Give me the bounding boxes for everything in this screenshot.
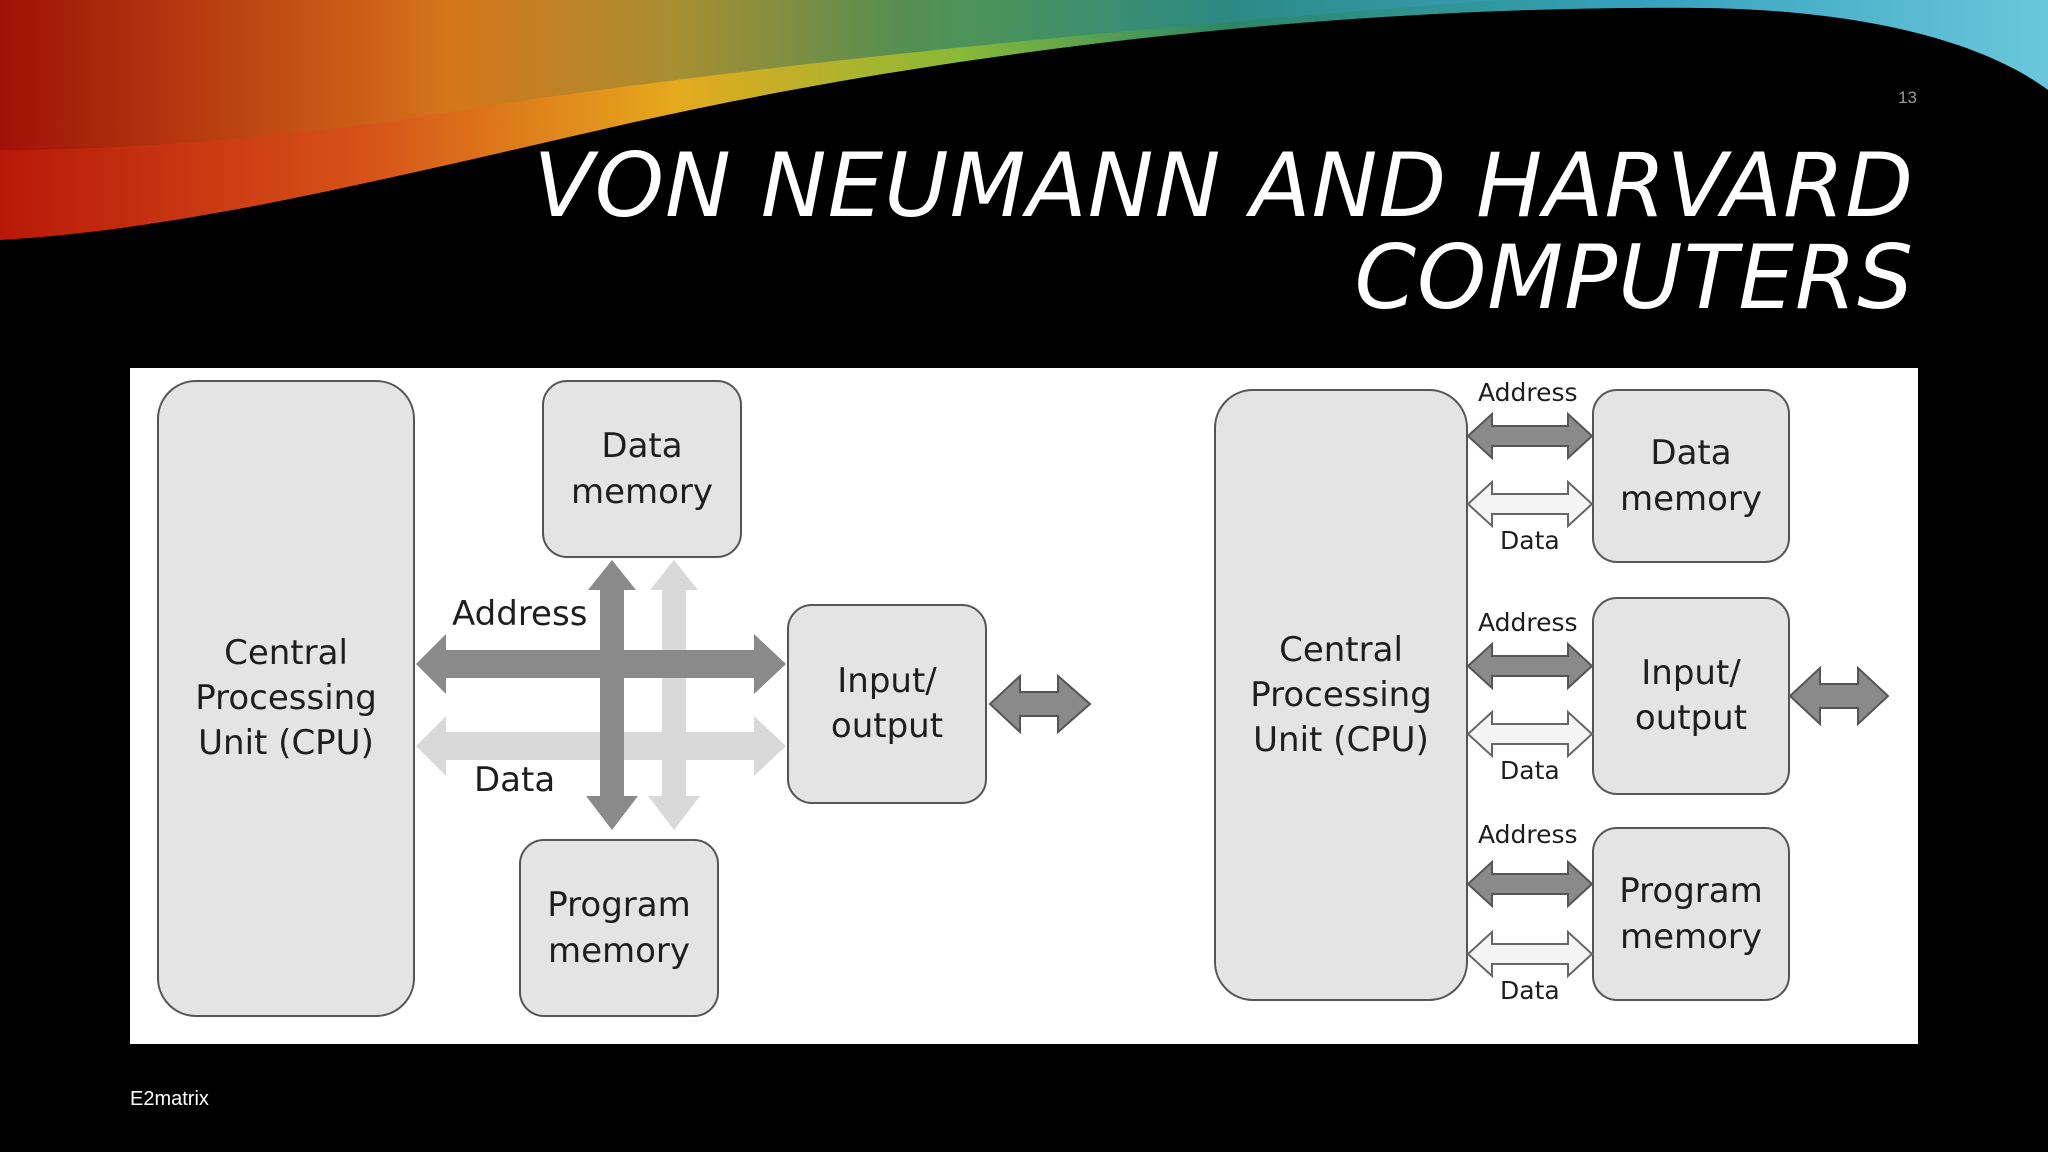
footer-brand: E2matrix (130, 1088, 209, 1110)
decorative-swoosh (0, 0, 2048, 252)
vn-data-label: Data (474, 760, 556, 800)
hv-prog-mem-data-label: Data (1500, 976, 1560, 1005)
hv-io-data-bus (1466, 709, 1594, 759)
vn-data-bus-vertical (648, 560, 700, 830)
hv-prog-mem-data-bus (1466, 929, 1594, 979)
hv-program-memory-box (1592, 827, 1790, 1001)
vn-address-bus-vertical (586, 560, 638, 830)
vn-data-memory-box (542, 380, 742, 558)
hv-io-address-label: Address (1478, 608, 1578, 637)
hv-data-memory-box (1592, 389, 1790, 563)
hv-prog-mem-address-label: Address (1478, 820, 1578, 849)
hv-cpu-label: Central Processing Unit (CPU) (1250, 629, 1432, 760)
hv-data-mem-data-bus (1466, 479, 1594, 529)
slide-title-line2: COMPUTERS (1354, 226, 1914, 329)
hv-prog-mem-address-bus (1466, 859, 1594, 909)
slide-title: VON NEUMANN AND HARVARD COMPUTERS (414, 140, 1914, 324)
architecture-diagram: Central Processing Unit (CPU) Data memor… (130, 368, 1918, 1044)
hv-io-label: Input/ output (1634, 653, 1748, 738)
vn-program-memory-box (519, 839, 719, 1017)
hv-program-memory-label: Program memory (1619, 871, 1763, 957)
hv-data-mem-address-label: Address (1478, 378, 1578, 407)
hv-data-mem-address-bus (1466, 411, 1594, 461)
hv-cpu-box (1214, 389, 1468, 1001)
hv-io-address-bus (1466, 641, 1594, 691)
slide-title-line1: VON NEUMANN AND HARVARD (533, 134, 1914, 237)
vn-address-label: Address (452, 594, 588, 634)
vn-cpu-label: Central Processing Unit (CPU) (195, 633, 377, 763)
vn-io-box (787, 604, 987, 804)
slide-number: 13 (1898, 88, 1917, 107)
vn-program-memory-label: Program memory (547, 885, 691, 971)
vn-io-external-arrow (988, 673, 1092, 735)
vn-cpu-box (157, 380, 415, 1017)
vn-data-memory-label: Data memory (570, 426, 714, 512)
hv-io-external-arrow (1788, 665, 1890, 727)
hv-data-mem-data-label: Data (1500, 526, 1560, 555)
vn-io-label: Input/ output (830, 661, 944, 746)
hv-io-data-label: Data (1500, 756, 1560, 785)
diagram-graphics (157, 380, 1890, 1017)
hv-data-memory-label: Data memory (1619, 433, 1763, 519)
